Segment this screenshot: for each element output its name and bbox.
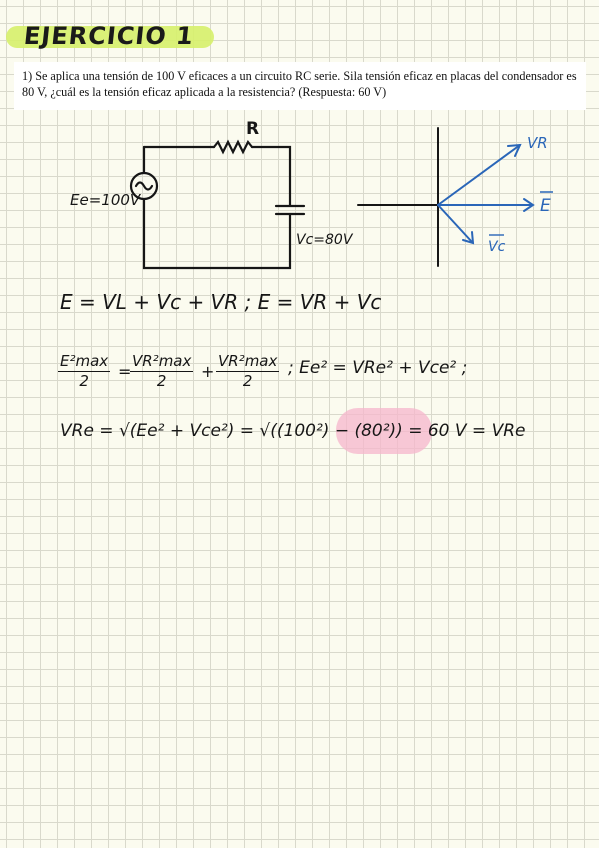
fraction-e-max: E²max 2 <box>58 352 111 390</box>
capacitor-label: Vc=80V <box>296 232 354 248</box>
fraction-e-max-numerator: E²max <box>58 352 111 372</box>
fraction-vr-max-a: VR²max 2 <box>130 352 194 390</box>
wire-bottom-right <box>142 198 292 270</box>
vector-vc-head <box>462 231 475 245</box>
fraction-e-max-denominator: 2 <box>79 372 89 390</box>
title-block: EJERCICIO 1 <box>6 22 216 50</box>
fraction-vr-max-a-numerator: VR²max <box>130 352 194 372</box>
vector-e-head <box>523 198 535 212</box>
ac-source-circle <box>129 171 159 201</box>
resistor-symbol <box>212 139 254 155</box>
rc-circuit <box>129 139 306 270</box>
plus-sign: + <box>201 362 215 381</box>
wire-top-right <box>250 145 292 207</box>
fraction-vr-max-b: VR²max 2 <box>216 352 280 390</box>
phasor-axes <box>357 127 439 267</box>
equation-line-3: VRe = √(Ee² + Vce²) = √((100²) − (80²)) … <box>60 421 526 441</box>
vector-vr-head <box>507 143 522 157</box>
resistor-label: R <box>246 119 259 139</box>
vector-vc <box>437 204 473 243</box>
fraction-vr-max-b-numerator: VR²max <box>216 352 280 372</box>
problem-statement: 1) Se aplica una tensión de 100 V eficac… <box>14 62 586 110</box>
equation-line-1: E = VL + Vc + VR ; E = VR + Vc <box>60 290 382 314</box>
vr-phasor-label: VR <box>527 134 548 152</box>
equals-sign: = <box>118 362 132 381</box>
answer-highlight <box>336 408 432 454</box>
fraction-vr-max-b-denominator: 2 <box>242 372 253 390</box>
e-phasor-label: E <box>540 196 551 216</box>
phasor-vectors <box>437 143 535 245</box>
vector-vr <box>437 144 521 206</box>
ac-source-wave <box>134 181 154 191</box>
source-label: Ee=100V <box>70 191 142 209</box>
vc-phasor-label: Vc <box>488 239 506 255</box>
fraction-vr-max-a-denominator: 2 <box>156 372 167 390</box>
title-highlight <box>6 26 214 48</box>
equation-line-2-tail: ; Ee² = VRe² + Vce² ; <box>288 358 468 378</box>
